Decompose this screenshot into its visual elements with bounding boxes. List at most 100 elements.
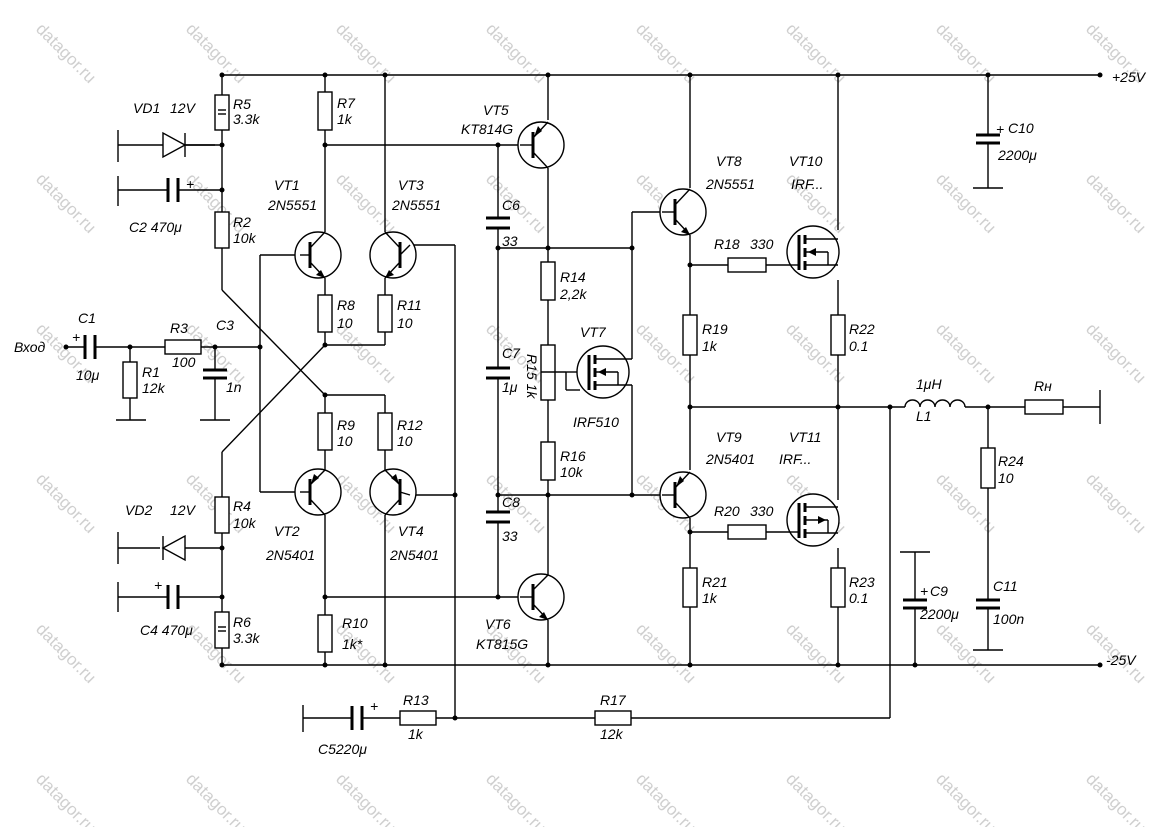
svg-text:R21: R21 [702, 574, 728, 590]
capacitor-c3 [203, 368, 227, 380]
watermark: datagor.ru [32, 19, 100, 87]
svg-text:C5220μ: C5220μ [318, 741, 367, 757]
svg-text:R3: R3 [170, 320, 188, 336]
svg-text:R9: R9 [337, 417, 355, 433]
svg-text:R14: R14 [560, 269, 586, 285]
svg-text:C11: C11 [993, 578, 1018, 594]
svg-text:R4: R4 [233, 498, 251, 514]
svg-text:VD2: VD2 [125, 502, 152, 518]
label-input: Вход [14, 339, 46, 355]
svg-text:0.1: 0.1 [849, 338, 868, 354]
svg-text:VT11: VT11 [789, 429, 821, 445]
svg-text:2N5551: 2N5551 [391, 197, 441, 213]
zener-diode-vd2 [161, 534, 186, 562]
resistor-r17 [594, 710, 632, 726]
resistor-rn [1024, 399, 1064, 415]
svg-text:IRF510: IRF510 [573, 414, 619, 430]
svg-text:1k: 1k [702, 590, 718, 606]
label-vminus: -25V [1106, 652, 1137, 668]
svg-text:+: + [72, 329, 80, 345]
svg-text:R15 1k: R15 1k [524, 354, 540, 399]
svg-text:12V: 12V [170, 100, 197, 116]
watermark: datagor.ru [332, 769, 400, 827]
watermark: datagor.ru [482, 19, 550, 87]
svg-text:330: 330 [750, 236, 774, 252]
watermark: datagor.ru [782, 769, 850, 827]
svg-text:R7: R7 [337, 95, 356, 111]
svg-text:12V: 12V [170, 502, 197, 518]
svg-text:VT10: VT10 [789, 153, 823, 169]
svg-text:10μ: 10μ [76, 367, 100, 383]
svg-text:R19: R19 [702, 321, 728, 337]
svg-text:R20: R20 [714, 503, 740, 519]
svg-text:C7: C7 [502, 345, 521, 361]
transistor-vt4 [369, 468, 417, 516]
svg-text:KT815G: KT815G [476, 636, 528, 652]
svg-text:Rн: Rн [1034, 378, 1052, 394]
svg-text:100n: 100n [993, 611, 1024, 627]
transistor-vt3 [369, 231, 417, 279]
svg-text:R5: R5 [233, 96, 251, 112]
transistor-vt2 [294, 468, 342, 516]
svg-text:C9: C9 [930, 583, 948, 599]
svg-text:VT6: VT6 [485, 616, 511, 632]
mosfet-vt11 [786, 493, 840, 547]
label-vplus: +25V [1112, 69, 1147, 85]
svg-text:C6: C6 [502, 197, 520, 213]
watermark: datagor.ru [182, 19, 250, 87]
svg-text:12k: 12k [600, 726, 624, 742]
resistor-r10 [317, 614, 333, 653]
capacitor-c6 [486, 216, 510, 230]
watermark: datagor.ru [1082, 769, 1150, 827]
svg-text:+: + [920, 583, 928, 599]
svg-text:2N5401: 2N5401 [705, 451, 755, 467]
watermark: datagor.ru [932, 619, 1000, 687]
capacitor-c7 [486, 366, 510, 380]
watermark: datagor.ru [332, 169, 400, 237]
svg-text:R8: R8 [337, 297, 355, 313]
inductor-l1 [904, 399, 966, 408]
watermark: datagor.ru [932, 169, 1000, 237]
svg-text:+: + [186, 176, 194, 192]
resistor-r5 [214, 94, 230, 131]
watermark: datagor.ru [482, 769, 550, 827]
watermark: datagor.ru [32, 619, 100, 687]
resistor-r23 [830, 567, 846, 608]
capacitor-c8 [486, 510, 510, 524]
svg-text:IRF...: IRF... [779, 451, 811, 467]
svg-text:+: + [154, 577, 162, 593]
watermark: datagor.ru [32, 769, 100, 827]
transistor-vt1 [294, 231, 342, 279]
svg-text:2N5551: 2N5551 [267, 197, 317, 213]
capacitor-c2 [166, 178, 180, 202]
svg-text:VT3: VT3 [398, 177, 424, 193]
resistor-r13 [399, 710, 437, 726]
transistor-vt8 [659, 188, 707, 236]
svg-text:R6: R6 [233, 614, 251, 630]
svg-text:330: 330 [750, 503, 774, 519]
svg-text:C10: C10 [1008, 120, 1034, 136]
svg-text:VD1: VD1 [133, 100, 160, 116]
svg-text:33: 33 [502, 528, 518, 544]
svg-text:R23: R23 [849, 574, 875, 590]
resistor-r2 [214, 211, 230, 249]
resistor-r21 [682, 567, 698, 608]
resistor-r7 [317, 91, 333, 131]
svg-text:R24: R24 [998, 453, 1024, 469]
svg-text:10: 10 [337, 315, 353, 331]
svg-text:R13: R13 [403, 692, 429, 708]
resistor-r14 [540, 261, 556, 301]
junctions [63, 72, 1103, 721]
svg-text:100: 100 [172, 354, 196, 370]
svg-text:VT8: VT8 [716, 153, 742, 169]
svg-text:L1: L1 [916, 408, 932, 424]
capacitor-c11 [976, 598, 1000, 610]
svg-text:VT2: VT2 [274, 523, 300, 539]
svg-text:+: + [370, 698, 378, 714]
svg-text:2200μ: 2200μ [997, 147, 1037, 163]
svg-text:+: + [996, 121, 1004, 137]
mosfet-vt10 [786, 225, 840, 279]
resistor-r6 [214, 611, 230, 649]
capacitor-c4 [166, 585, 180, 609]
